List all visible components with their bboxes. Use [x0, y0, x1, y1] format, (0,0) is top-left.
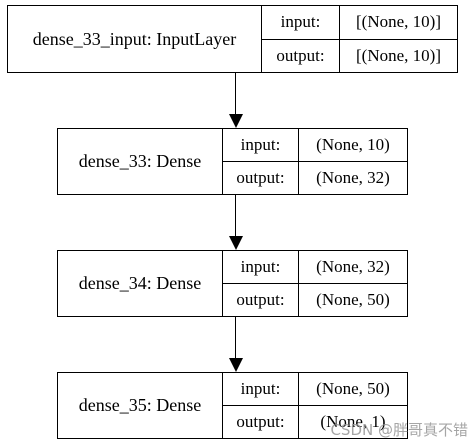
layer-node-dense-34: dense_34: Dense input: (None, 32) output…: [57, 250, 408, 317]
io-value-input: (None, 10): [316, 135, 390, 154]
io-value-input: (None, 32): [316, 257, 390, 276]
io-row-output: output: (None, 1): [223, 405, 407, 438]
io-label-output: output:: [223, 284, 299, 316]
io-row-output: output: [(None, 10)]: [262, 38, 457, 72]
io-row-input: input: [(None, 10)]: [262, 6, 457, 39]
io-value-output: (None, 32): [316, 168, 390, 187]
io-row-output: output: (None, 50): [223, 283, 407, 316]
arrow-head: [229, 114, 243, 128]
layer-name: dense_33: Dense: [58, 129, 223, 194]
io-value-output: (None, 1): [320, 412, 386, 431]
io-row-output: output: (None, 32): [223, 161, 407, 194]
io-table: input: [(None, 10)] output: [(None, 10)]: [262, 6, 457, 72]
io-label-output: output:: [262, 39, 340, 72]
io-value-input: [(None, 10)]: [356, 12, 441, 32]
io-value-output: [(None, 10)]: [356, 45, 441, 65]
io-label-input: input:: [262, 6, 340, 39]
io-table: input: (None, 10) output: (None, 32): [223, 129, 407, 194]
io-row-input: input: (None, 10): [223, 129, 407, 161]
io-label-output: output:: [223, 406, 299, 438]
io-table: input: (None, 50) output: (None, 1): [223, 373, 407, 438]
io-value-input: (None, 50): [316, 379, 390, 398]
layer-name: dense_33_input: InputLayer: [8, 6, 262, 72]
layer-node-dense-33-input: dense_33_input: InputLayer input: [(None…: [7, 5, 458, 73]
io-label-input: input:: [223, 129, 299, 161]
layer-name: dense_34: Dense: [58, 251, 223, 316]
edge-arrow: [235, 73, 236, 117]
io-row-input: input: (None, 50): [223, 373, 407, 405]
arrow-head: [229, 358, 243, 372]
layer-node-dense-33: dense_33: Dense input: (None, 10) output…: [57, 128, 408, 195]
layer-node-dense-35: dense_35: Dense input: (None, 50) output…: [57, 372, 408, 439]
io-label-input: input:: [223, 373, 299, 405]
layer-name: dense_35: Dense: [58, 373, 223, 438]
io-label-output: output:: [223, 162, 299, 194]
io-table: input: (None, 32) output: (None, 50): [223, 251, 407, 316]
edge-arrow: [235, 195, 236, 239]
io-label-input: input:: [223, 251, 299, 283]
arrow-head: [229, 236, 243, 250]
io-row-input: input: (None, 32): [223, 251, 407, 283]
io-value-output: (None, 50): [316, 290, 390, 309]
watermark: CSDN @胖哥真不错: [330, 421, 468, 439]
edge-arrow: [235, 317, 236, 361]
